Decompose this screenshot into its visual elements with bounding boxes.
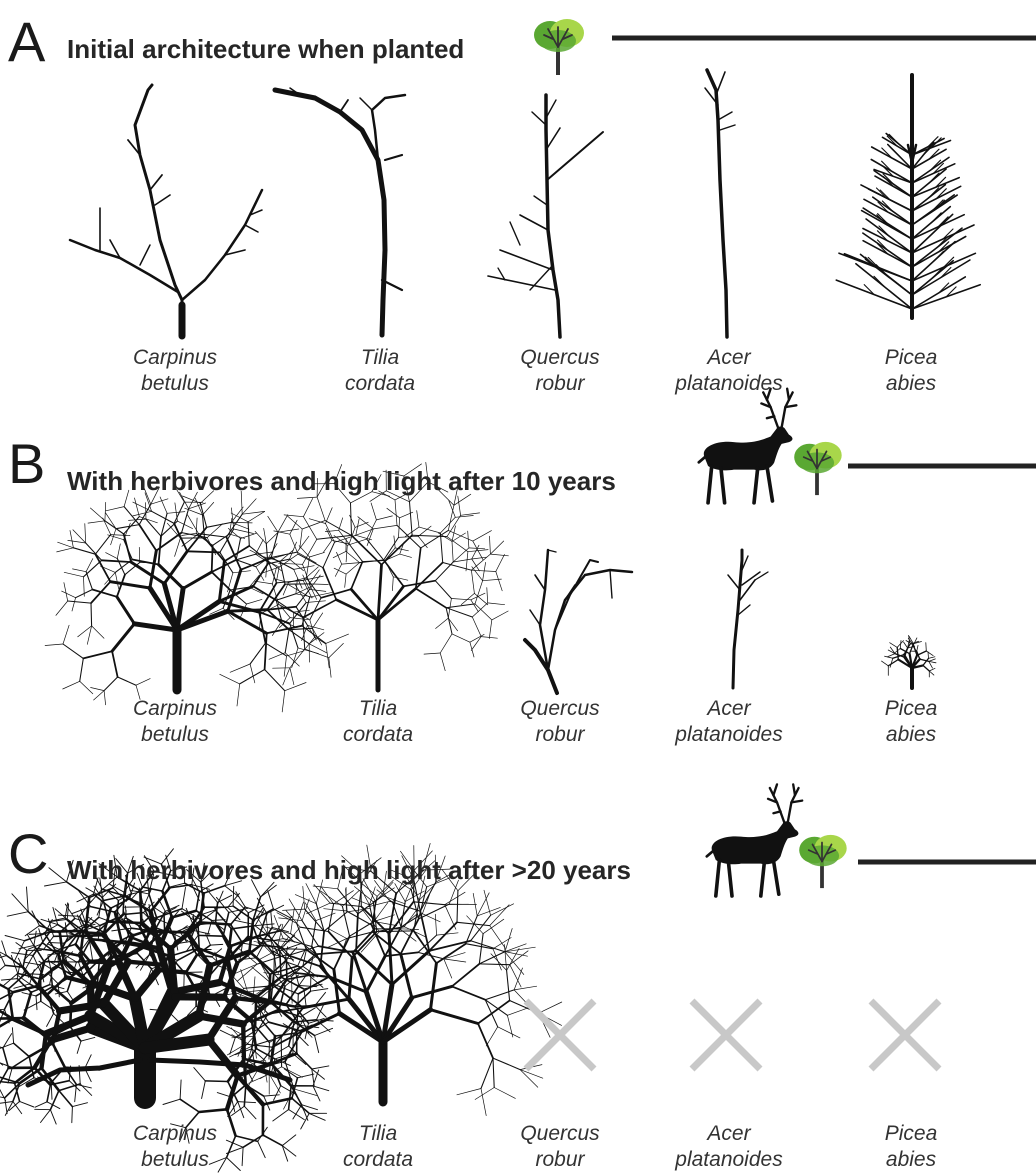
genus: Tilia (358, 697, 398, 720)
cross-icon (523, 998, 597, 1072)
tree-a-acer (704, 68, 736, 339)
epithet: cordata (342, 723, 414, 746)
epithet: platanoides (675, 723, 783, 746)
genus: Quercus (520, 1122, 600, 1145)
genus: Carpinus (132, 1122, 218, 1145)
deer-icon (705, 783, 804, 898)
epithet: robur (535, 723, 585, 746)
epithet: robur (535, 372, 585, 395)
tree-b-quercus (523, 548, 634, 695)
panel-c-letter: C (8, 822, 49, 885)
epithet: betulus (141, 723, 209, 746)
label-b-picea: Picea abies (831, 696, 991, 748)
genus: Acer (707, 697, 751, 720)
genus: Acer (707, 346, 751, 369)
epithet: abies (885, 723, 937, 746)
epithet: platanoides (675, 1148, 783, 1171)
sapling-icon (534, 19, 584, 75)
tree-a-picea (835, 73, 982, 320)
tree-c-tilia (223, 843, 563, 1116)
label-a-picea: Picea abies (831, 345, 991, 397)
genus: Tilia (360, 346, 400, 369)
label-b-acer: Acer platanoides (649, 696, 809, 748)
tree-a-quercus (487, 93, 604, 339)
tree-b-picea (881, 635, 937, 690)
label-c-carpinus: Carpinus betulus (95, 1121, 255, 1173)
label-c-acer: Acer platanoides (649, 1121, 809, 1173)
label-b-tilia: Tilia cordata (298, 696, 458, 748)
panel-a-title: Initial architecture when planted (67, 34, 465, 64)
panel-c-title: With herbivores and high light after >20… (67, 855, 631, 885)
tree-c-carpinus (0, 848, 334, 1173)
label-b-carpinus: Carpinus betulus (95, 696, 255, 748)
tree-a-tilia (272, 87, 407, 338)
genus: Picea (884, 1122, 938, 1145)
label-b-quercus: Quercus robur (480, 696, 640, 748)
epithet: robur (535, 1148, 585, 1171)
label-a-quercus: Quercus robur (480, 345, 640, 397)
epithet: abies (885, 372, 937, 395)
tree-b-carpinus (44, 485, 349, 713)
genus: Picea (884, 697, 938, 720)
cross-icon (689, 998, 763, 1072)
tree-a-carpinus (68, 83, 264, 340)
epithet: abies (885, 1148, 937, 1171)
label-c-tilia: Tilia cordata (298, 1121, 458, 1173)
cross-icon (868, 998, 942, 1072)
genus: Carpinus (132, 346, 218, 369)
deer-icon (697, 387, 798, 505)
genus: Acer (707, 1122, 751, 1145)
epithet: platanoides (675, 372, 783, 395)
label-a-carpinus: Carpinus betulus (95, 345, 255, 397)
epithet: cordata (342, 1148, 414, 1171)
panel-b-letter: B (8, 432, 46, 495)
label-c-picea: Picea abies (831, 1121, 991, 1173)
epithet: betulus (141, 372, 209, 395)
epithet: cordata (344, 372, 416, 395)
label-a-tilia: Tilia cordata (300, 345, 460, 397)
genus: Carpinus (132, 697, 218, 720)
genus: Tilia (358, 1122, 398, 1145)
sapling-icon (799, 834, 847, 889)
label-a-acer: Acer platanoides (649, 345, 809, 397)
tree-b-acer (727, 548, 769, 690)
panel-a-letter: A (8, 10, 46, 73)
tree-b-tilia (244, 462, 509, 693)
genus: Quercus (520, 697, 600, 720)
label-c-quercus: Quercus robur (480, 1121, 640, 1173)
panel-b-title: With herbivores and high light after 10 … (67, 466, 616, 496)
genus: Picea (884, 346, 938, 369)
genus: Quercus (520, 346, 600, 369)
epithet: betulus (141, 1148, 209, 1171)
sapling-icon (794, 441, 842, 496)
